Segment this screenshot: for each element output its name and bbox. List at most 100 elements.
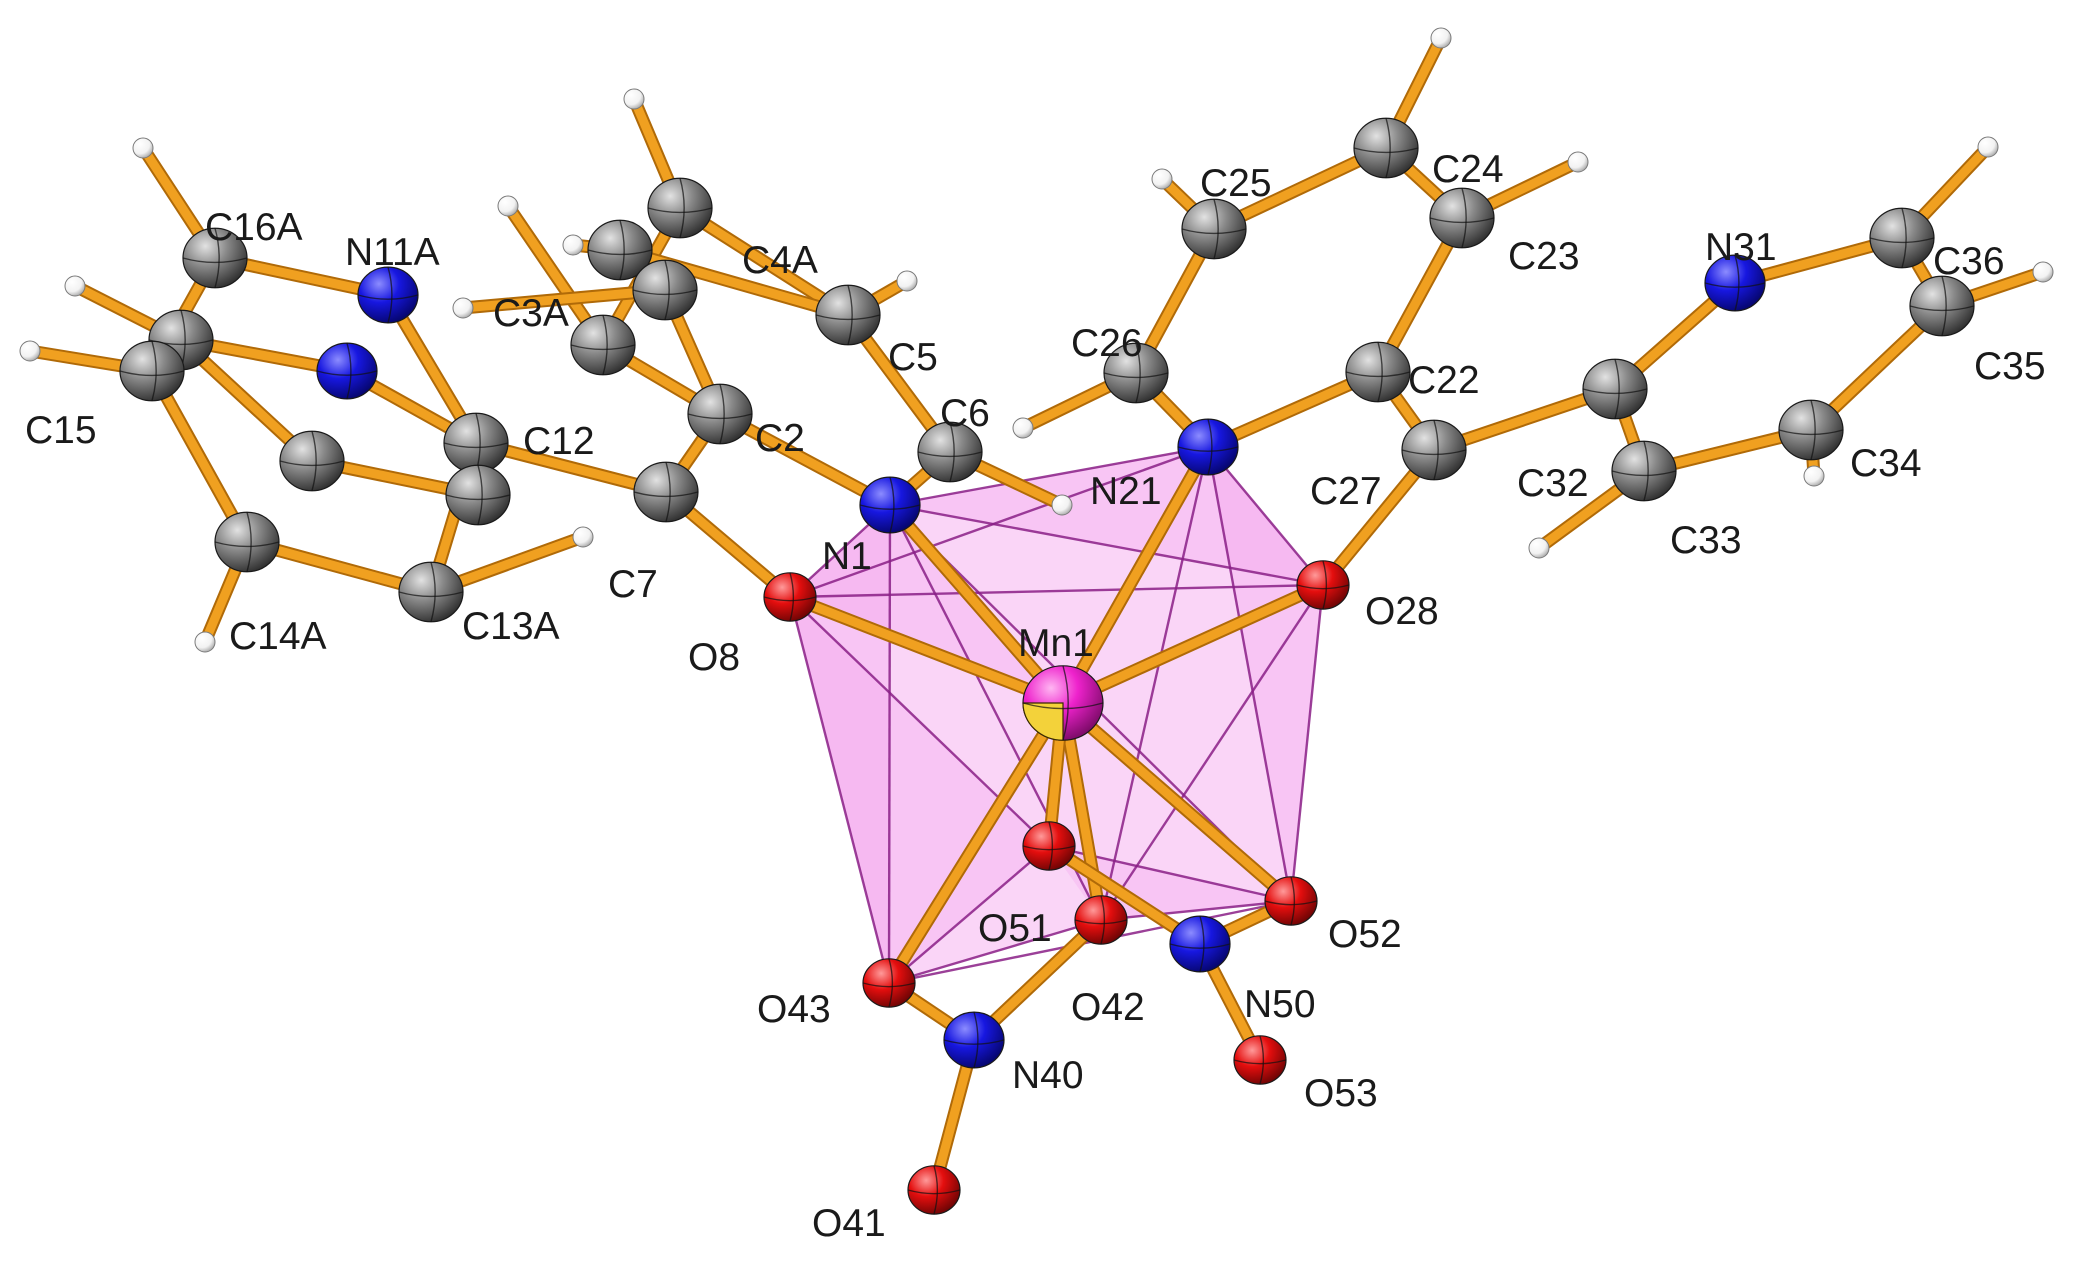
label-c13a: C13A [462,605,560,648]
bond-mn1-o8 [785,592,1068,708]
hydrogen-atom [1567,151,1589,173]
atom-c12 [443,412,509,474]
atom-n50 [1169,915,1231,973]
label-n1: N1 [822,535,872,578]
label-c5: C5 [888,336,938,379]
atom-c14b [279,430,345,492]
atom-c7 [633,461,699,523]
label-o8: O8 [688,636,740,679]
label-o53: O53 [1304,1072,1378,1115]
label-c34: C34 [1850,442,1922,485]
bond-c14a-c15 [147,366,252,547]
label-c36: C36 [1933,240,2005,283]
polyhedron-face [790,505,1063,703]
atom-c27 [1401,419,1467,481]
hydrogen-atom [19,340,41,362]
atom-c3b [632,259,698,321]
hydrogen-atom [2032,261,2054,283]
label-n40: N40 [1012,1054,1084,1097]
bond-mn1-o52 [1058,698,1296,906]
bond-mn1-n1 [885,500,1068,708]
atom-n31 [1704,254,1766,312]
atom-c26 [1103,342,1169,404]
polyhedron-edge [1289,584,1325,902]
label-c22: C22 [1408,359,1480,402]
bond-o51-n50 [1044,841,1205,949]
polyhedron-edge [788,596,891,984]
atom-o43 [862,958,916,1008]
atom-o28 [1296,560,1350,610]
label-c26: C26 [1071,322,1143,365]
label-c23: C23 [1508,235,1580,278]
hydrogen-atom [623,88,645,110]
hydrogen-atom [497,195,519,217]
atom-c24 [1353,117,1419,179]
hydrogen-atom [1528,537,1550,559]
polyhedron-face [790,597,1049,983]
bond-mn1-o43 [884,698,1068,988]
hydrogen-atom [562,234,584,256]
atom-o51 [1022,821,1076,871]
label-o51: O51 [978,907,1052,950]
polyhedron-edge [1099,446,1210,921]
atom-c3a [570,314,636,376]
hydrogen-atom [572,526,594,548]
label-c32: C32 [1517,462,1589,505]
atom-c4b [587,219,653,281]
atom-c15 [119,340,185,402]
atom-c16a [182,227,248,289]
atoms [119,117,1975,1215]
hydrogen-atom [64,275,86,297]
atom-o8 [763,572,817,622]
hydrogen-atom [194,631,216,653]
label-c24: C24 [1432,148,1504,191]
polyhedron-edge [887,504,892,984]
atom-c34 [1778,399,1844,461]
label-n11a: N11A [345,231,440,274]
atom-c36 [1869,207,1935,269]
label-n21: N21 [1090,470,1162,513]
atom-o41 [907,1165,961,1215]
atom-c5 [815,284,881,346]
atom-labels: Mn1N1O8C7C2C3AC4AC5C6C12C13AC14AC15C16AN… [25,148,2046,1245]
atom-mn1 [1022,665,1104,741]
hydrogen-atom [896,270,918,292]
atom-n40 [943,1011,1005,1069]
label-o43: O43 [757,988,831,1031]
hydrogen-atom [1012,417,1034,439]
hydrogen-atom [1151,168,1173,190]
hydrogen-atoms [19,27,2054,653]
atom-o53 [1233,1035,1287,1085]
atom-n11a [357,266,419,324]
hydrogen-atom [1051,494,1073,516]
label-c16a: C16A [205,206,303,249]
polyhedron-edge [1100,899,1292,922]
label-o41: O41 [812,1202,886,1245]
atom-c32 [1582,358,1648,420]
bond-c7-c12 [471,438,671,497]
polyhedron-edge [1207,446,1324,586]
atom-c35 [1909,275,1975,337]
atom-c25 [1181,198,1247,260]
polyhedron-edge [889,503,1324,587]
atom-o52 [1264,876,1318,926]
label-o52: O52 [1328,913,1402,956]
label-c27: C27 [1310,470,1382,513]
label-o42: O42 [1071,986,1145,1029]
atom-c2 [687,383,753,445]
atom-c22 [1345,341,1411,403]
hydrogen-atom [1977,136,1999,158]
atom-n21 [1177,418,1239,476]
label-c4a: C4A [742,239,818,282]
label-c3a: C3A [493,292,569,335]
label-n31: N31 [1705,226,1777,269]
bond-c3b-h [458,285,670,313]
label-c33: C33 [1670,519,1742,562]
bond-mn1-n21 [1058,442,1213,708]
atom-c23 [1429,187,1495,249]
atom-c33 [1611,440,1677,502]
label-o28: O28 [1365,590,1439,633]
atom-c6 [917,421,983,483]
polyhedron-edge [888,845,1050,984]
label-c14a: C14A [229,615,327,658]
